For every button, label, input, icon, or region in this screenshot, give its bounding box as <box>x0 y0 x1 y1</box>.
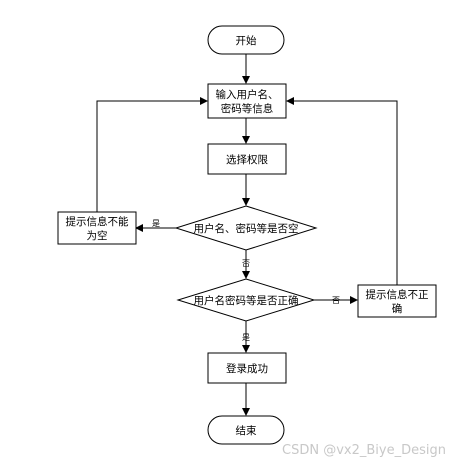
end-label: 结束 <box>236 424 257 437</box>
start-label: 开始 <box>236 34 257 47</box>
edge-label-no-empty: 否 <box>242 259 250 268</box>
end-terminal <box>207 415 285 445</box>
check-empty-label: 用户名、密码等是否空 <box>194 222 299 235</box>
edge-label-yes-empty: 是 <box>152 219 160 228</box>
empty-message-box <box>57 211 137 245</box>
input-credentials-box <box>207 83 287 119</box>
check-correct-label: 用户名密码等是否正确 <box>194 294 299 307</box>
incorrect-message-box <box>357 284 437 318</box>
edge-empty-message-loop <box>96 97 208 212</box>
input-credentials-label-2: 密码等信息 <box>221 102 274 115</box>
edge-label-no-correct: 否 <box>332 296 340 305</box>
login-success-label: 登录成功 <box>226 362 268 375</box>
select-permission-box <box>207 143 287 175</box>
input-credentials-label-1: 输入用户名、 <box>216 88 279 101</box>
edge-label-yes-correct: 是 <box>242 333 250 342</box>
incorrect-message-label-2: 确 <box>392 302 403 315</box>
empty-message-label-1: 提示信息不能 <box>66 215 129 228</box>
watermark: CSDN @vx2_Biye_Design <box>282 443 446 458</box>
login-success-box <box>207 352 287 384</box>
empty-message-label-2: 为空 <box>87 229 108 242</box>
select-permission-label: 选择权限 <box>226 153 268 166</box>
edge-incorrect-message-loop <box>286 97 398 285</box>
incorrect-message-label-1: 提示信息不正 <box>366 288 429 301</box>
